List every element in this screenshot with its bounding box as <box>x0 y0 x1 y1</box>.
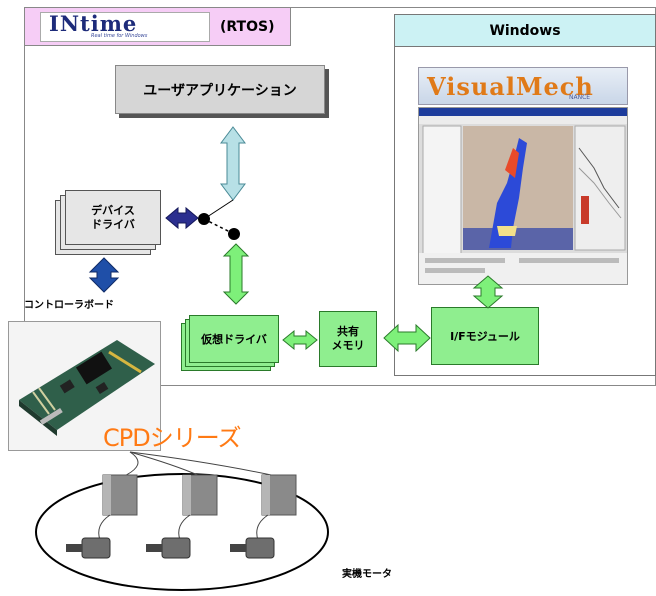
motor-2 <box>146 537 191 559</box>
virtual-driver-box: 仮想ドライバ <box>189 315 279 363</box>
cpd-series-label: CPDシリーズ <box>103 424 242 452</box>
robot-arm-illustration <box>419 108 627 284</box>
real-motor-label: 実機モータ <box>342 569 392 580</box>
visualmech-logo: VisualMech NANCE <box>418 67 628 105</box>
motor-group-ellipse <box>35 473 329 591</box>
device-driver-line2: ドライバ <box>91 217 135 231</box>
if-visualmech-double-arrow <box>472 275 504 309</box>
intime-logo: INtime Real time for Windows <box>40 11 210 42</box>
controller-board-illustration <box>19 340 155 436</box>
shared-memory-line1: 共有 <box>337 325 359 338</box>
if-module-box: I/Fモジュール <box>431 307 539 365</box>
controller-board-photo <box>8 321 161 451</box>
device-driver-line1: デバイス <box>91 203 135 217</box>
motor-3 <box>230 537 275 559</box>
cpd-driver-unit-3 <box>261 474 297 516</box>
device-driver-box: デバイス ドライバ <box>65 190 161 245</box>
intime-logo-tagline: Real time for Windows <box>91 33 148 39</box>
visualmech-logo-text: VisualMech <box>427 72 594 101</box>
visualmech-logo-sub: NANCE <box>569 94 591 101</box>
shared-memory-box: 共有 メモリ <box>319 311 377 367</box>
virtual-shared-double-arrow <box>282 329 318 351</box>
virtual-driver-double-arrow <box>222 243 250 305</box>
shared-if-double-arrow <box>383 323 431 353</box>
cpd-driver-unit-1 <box>102 474 138 516</box>
visualmech-app-screenshot <box>418 107 628 285</box>
device-driver-switch-arrow <box>165 206 199 230</box>
switch-node-left <box>198 213 210 225</box>
controller-board-label: コントローラボード <box>24 300 114 311</box>
intime-logo-text: INtime <box>49 11 138 36</box>
cpd-driver-unit-2 <box>182 474 218 516</box>
shared-memory-line2: メモリ <box>331 339 365 352</box>
motor-1 <box>66 537 111 559</box>
controller-board-double-arrow <box>88 257 120 293</box>
rtos-label: (RTOS) <box>220 19 275 35</box>
switch-node-right <box>228 228 240 240</box>
user-application-box: ユーザアプリケーション <box>115 65 325 114</box>
user-app-double-arrow <box>220 126 246 201</box>
